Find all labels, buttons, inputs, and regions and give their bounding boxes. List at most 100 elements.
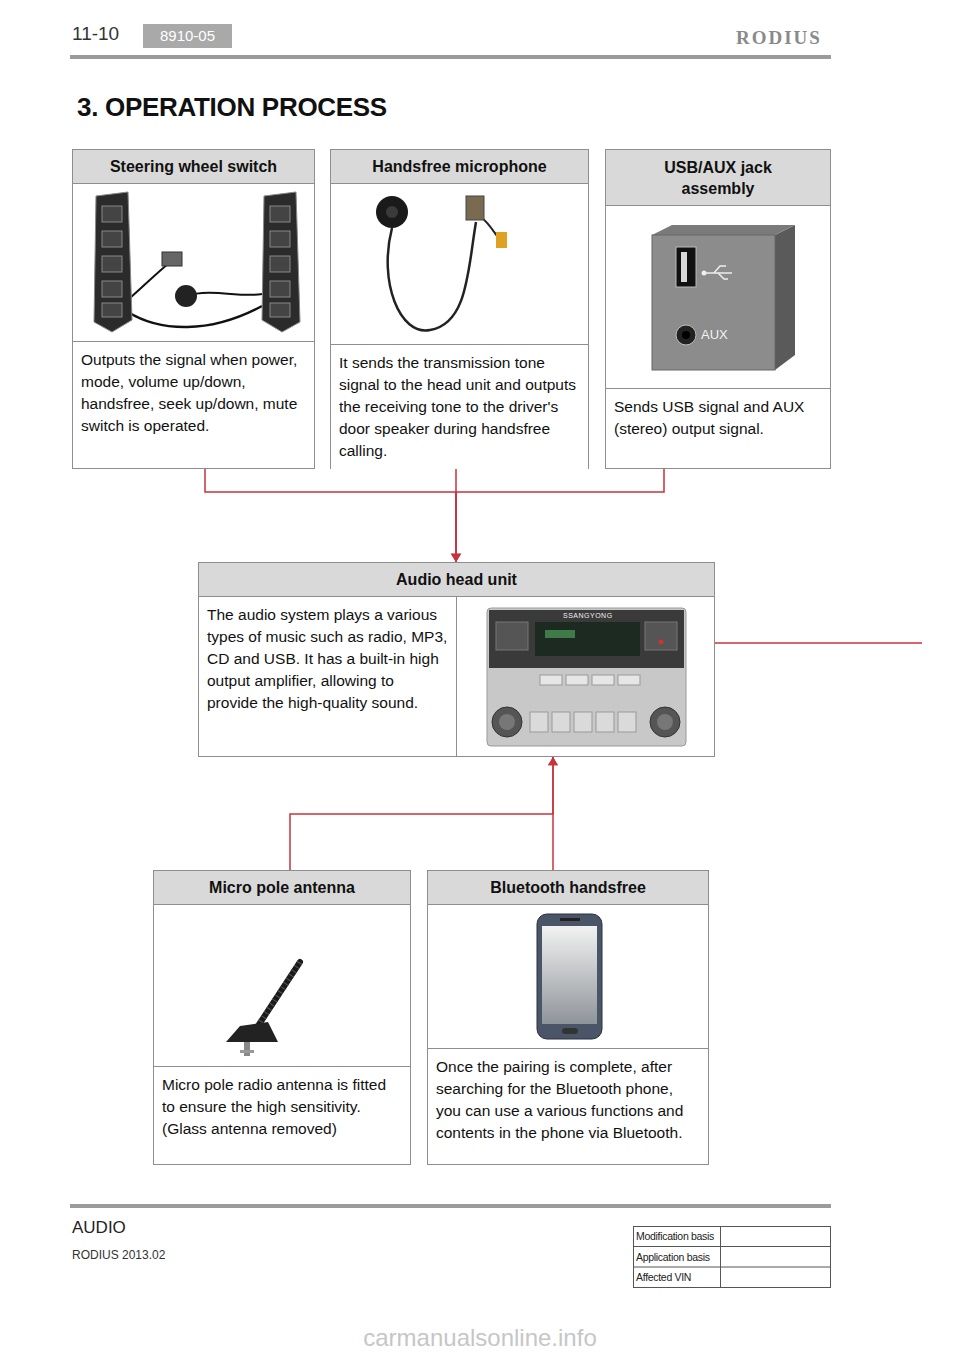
head-unit-illustration xyxy=(535,622,640,656)
section-code: 8910-05 xyxy=(143,24,232,48)
microphone-illustration xyxy=(376,196,507,330)
steering-switch-illustration xyxy=(94,192,300,332)
usb-aux-jack-illustration xyxy=(652,235,775,370)
microphone-illustration xyxy=(466,196,484,220)
steering-switch-illustration xyxy=(102,206,122,222)
brand-logo: RODIUS xyxy=(736,27,822,49)
head-unit-illustration xyxy=(492,707,522,737)
antenna-illustration xyxy=(240,1050,254,1053)
box-description: Sends USB signal and AUX (stereo) output… xyxy=(606,388,830,447)
component-box: Steering wheel switchOutputs the signal … xyxy=(72,149,315,469)
head-unit-illustration xyxy=(489,610,684,668)
head-unit-illustration xyxy=(574,712,592,732)
phone-illustration xyxy=(542,926,597,1024)
footer-rule xyxy=(70,1204,831,1208)
usb-aux-jack-illustration xyxy=(681,252,687,282)
head-unit-illustration xyxy=(499,714,515,730)
model-date: RODIUS 2013.02 xyxy=(72,1248,165,1262)
jack-marking: AUX xyxy=(701,327,728,342)
phone-illustration xyxy=(537,914,602,1039)
revision-table xyxy=(634,1227,831,1288)
usb-aux-jack-illustration xyxy=(676,325,696,345)
usb-aux-jack-illustration xyxy=(676,247,696,287)
revision-table xyxy=(634,1227,831,1288)
usb-aux-jack-illustration xyxy=(706,266,732,279)
box-heading: Micro pole antenna xyxy=(154,871,410,905)
steering-switch-illustration xyxy=(270,303,290,317)
signal-arrow xyxy=(552,757,554,870)
steering-switch-illustration xyxy=(102,303,122,317)
component-box: Bluetooth handsfreeOnce the pairing is c… xyxy=(427,870,709,1165)
head-unit-illustration xyxy=(618,712,636,732)
steering-switch-illustration xyxy=(94,192,132,332)
microphone-illustration xyxy=(388,222,476,330)
steering-switch-illustration xyxy=(270,281,290,297)
steering-switch-illustration xyxy=(102,231,122,247)
steering-switch-illustration xyxy=(162,252,182,266)
head-unit-illustration xyxy=(566,675,588,685)
revision-table xyxy=(634,1267,831,1268)
steering-switch-illustration xyxy=(270,231,290,247)
brand-marking: SSANGYONG xyxy=(563,611,613,620)
component-box: Micro pole antennaMicro pole radio anten… xyxy=(153,870,411,1165)
steering-switch-illustration xyxy=(262,192,300,332)
box-description: Once the pairing is complete, after sear… xyxy=(428,1048,708,1151)
steering-switch-illustration xyxy=(128,306,262,327)
head-unit-illustration xyxy=(596,712,614,732)
antenna-illustration xyxy=(226,1022,278,1042)
table-cell: Affected VIN xyxy=(636,1270,691,1284)
head-unit-output-line xyxy=(715,643,922,644)
phone-illustration xyxy=(562,1028,578,1034)
microphone-illustration xyxy=(496,232,507,248)
usb-aux-jack-illustration xyxy=(652,225,795,370)
box-heading: Handsfree microphone xyxy=(331,150,588,184)
box-description: Outputs the signal when power, mode, vol… xyxy=(73,341,314,444)
table-cell: Application basis xyxy=(636,1250,710,1264)
table-cell: Modification basis xyxy=(636,1229,714,1243)
footer-rule xyxy=(70,1204,831,1208)
head-unit-illustration xyxy=(487,608,686,746)
header-rule xyxy=(70,55,831,59)
box-heading: Steering wheel switch xyxy=(73,150,314,184)
steering-switch-illustration xyxy=(102,256,122,272)
antenna-illustration xyxy=(258,962,300,1026)
antenna-illustration xyxy=(258,962,300,1026)
steering-switch-illustration xyxy=(186,293,262,296)
steering-switch-illustration xyxy=(175,285,197,307)
revision-table xyxy=(720,1227,721,1288)
box-heading: Audio head unit xyxy=(199,563,714,597)
box-heading: Bluetooth handsfree xyxy=(428,871,708,905)
signal-arrow xyxy=(290,757,553,870)
head-unit-output-line xyxy=(715,642,922,644)
box-description: Micro pole radio antenna is fitted to en… xyxy=(154,1066,410,1147)
head-unit-illustration xyxy=(645,622,677,650)
signal-arrow xyxy=(205,469,456,562)
head-unit-illustration xyxy=(659,640,664,645)
head-unit-illustration xyxy=(487,608,686,746)
head-unit-illustration xyxy=(540,675,562,685)
page-title: 3. OPERATION PROCESS xyxy=(77,92,387,123)
head-unit-illustration xyxy=(496,622,528,650)
antenna-illustration xyxy=(244,1042,250,1056)
steering-switch-illustration xyxy=(270,256,290,272)
steering-switch-illustration xyxy=(130,264,168,298)
head-unit-illustration xyxy=(592,675,614,685)
usb-aux-jack-illustration xyxy=(718,273,728,279)
head-unit-illustration xyxy=(657,714,673,730)
usb-aux-jack-illustration xyxy=(775,225,795,370)
usb-aux-jack-illustration xyxy=(714,266,726,273)
usb-aux-jack-illustration xyxy=(682,331,690,339)
component-box: Audio head unitThe audio system plays a … xyxy=(198,562,715,757)
steering-switch-illustration xyxy=(102,281,122,297)
head-unit-illustration xyxy=(618,675,640,685)
microphone-illustration xyxy=(376,196,408,228)
chapter-name: AUDIO xyxy=(72,1218,126,1238)
page-number: 11-10 xyxy=(72,23,119,45)
microphone-illustration xyxy=(386,206,398,218)
phone-illustration xyxy=(560,918,580,921)
watermark: carmanualsonline.info xyxy=(0,1324,960,1352)
revision-table xyxy=(634,1246,831,1247)
header-rule xyxy=(70,55,831,59)
head-unit-illustration xyxy=(530,712,548,732)
